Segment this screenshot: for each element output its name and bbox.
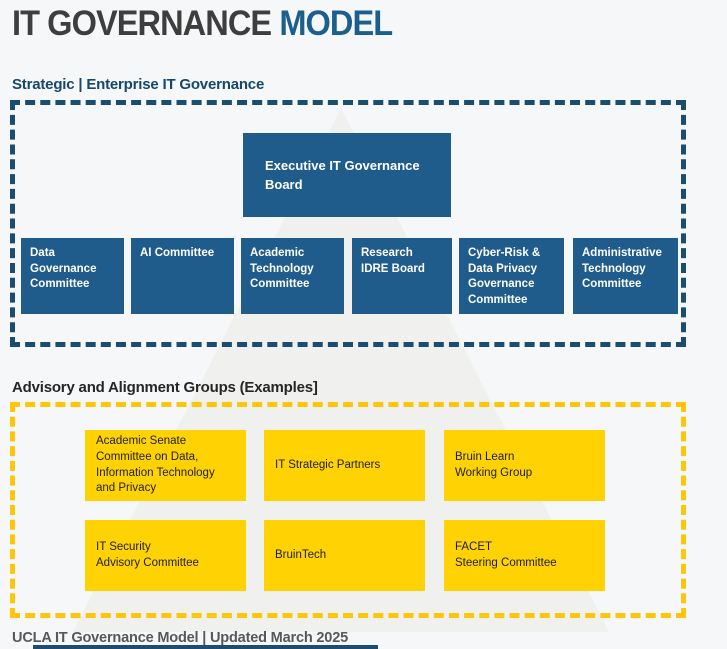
group-box-it-strategic-partners: IT Strategic Partners <box>264 430 425 501</box>
group-box-facet-steering-committee: FACET Steering Committee <box>444 520 605 591</box>
committee-box-data-governance: Data Governance Committee <box>21 238 124 314</box>
committee-box-cyber-risk-data-privacy: Cyber-Risk & Data Privacy Governance Com… <box>459 238 564 314</box>
page-title-dark-part: IT GOVERNANCE <box>12 4 272 43</box>
group-box-bruintech: BruinTech <box>264 520 425 591</box>
committee-box-administrative-technology: Administrative Technology Committee <box>573 238 678 314</box>
executive-board-label: Executive IT Governance Board <box>265 157 420 193</box>
page-title-accent-part: MODEL <box>279 4 393 43</box>
committee-box-ai: AI Committee <box>131 238 234 314</box>
advisory-section-heading: Advisory and Alignment Groups (Examples] <box>12 379 318 396</box>
group-box-academic-senate-committee: Academic Senate Committee on Data, Infor… <box>85 430 246 501</box>
page-title: IT GOVERNANCE MODEL <box>12 4 393 44</box>
strategic-section-heading: Strategic | Enterprise IT Governance <box>12 76 265 93</box>
committee-box-academic-technology: Academic Technology Committee <box>241 238 344 314</box>
group-box-it-security-advisory-committee: IT Security Advisory Committee <box>85 520 246 591</box>
advisory-groups-frame: Academic Senate Committee on Data, Infor… <box>10 402 686 618</box>
strategic-governance-frame: Executive IT Governance Board Data Gover… <box>10 100 686 347</box>
committee-box-research-idre: Research IDRE Board <box>352 238 452 314</box>
footer-caption: UCLA IT Governance Model | Updated March… <box>12 629 348 646</box>
group-box-bruin-learn-working-group: Bruin Learn Working Group <box>444 430 605 501</box>
bottom-bar <box>33 645 378 649</box>
executive-it-governance-board-box: Executive IT Governance Board <box>243 133 451 217</box>
